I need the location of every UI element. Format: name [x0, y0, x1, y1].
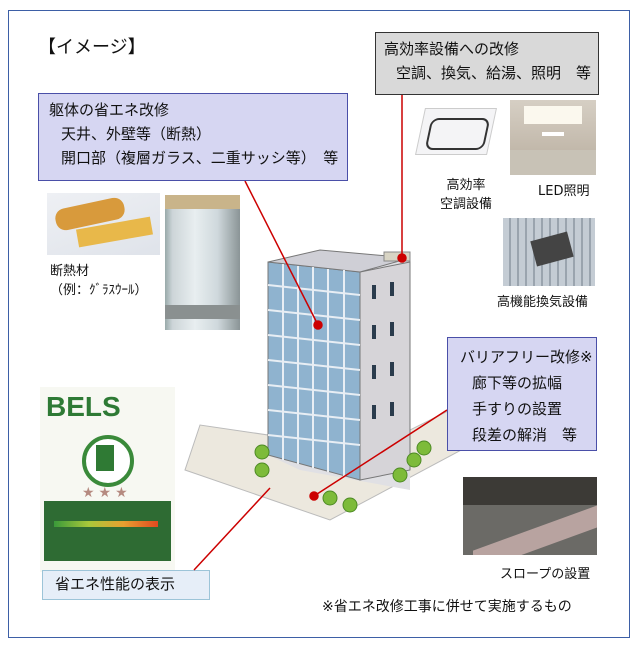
- bels-logo: BELS: [46, 391, 121, 422]
- led-lighting-photo: [510, 100, 596, 175]
- outer-frame: [8, 10, 630, 638]
- insulation-label: 断熱材（例：ｸﾞﾗｽｳｰﾙ）: [50, 264, 148, 298]
- ac-label: 高効率空調設備: [440, 178, 493, 212]
- ventilation-label: 高機能換気設備: [497, 295, 589, 310]
- footnote: ※省エネ改修工事に併せて実施するもの: [322, 599, 572, 615]
- barrier-free-box: バリアフリー改修※ 廊下等の拡幅 手すりの設置 段差の解消 等: [447, 337, 597, 451]
- equipment-retrofit-box: 高効率設備への改修 空調、換気、給湯、照明 等: [375, 32, 599, 95]
- bels-caption: 省エネ性能の表示: [42, 570, 210, 600]
- bels-label-image: BELS ★★★: [40, 387, 175, 572]
- ventilation-photo: [503, 218, 595, 286]
- slope-label: スロープの設置: [500, 567, 591, 582]
- page-title: 【イメージ】: [38, 37, 146, 58]
- slope-photo: [463, 477, 597, 555]
- led-label: LED照明: [538, 184, 590, 199]
- leader-lines: [193, 95, 448, 571]
- envelope-retrofit-box: 躯体の省エネ改修 天井、外壁等（断熱） 開口部（複層ガラス、二重サッシ等） 等: [38, 93, 348, 181]
- insulation-photo: [47, 193, 160, 255]
- double-sash-photo: [165, 195, 240, 330]
